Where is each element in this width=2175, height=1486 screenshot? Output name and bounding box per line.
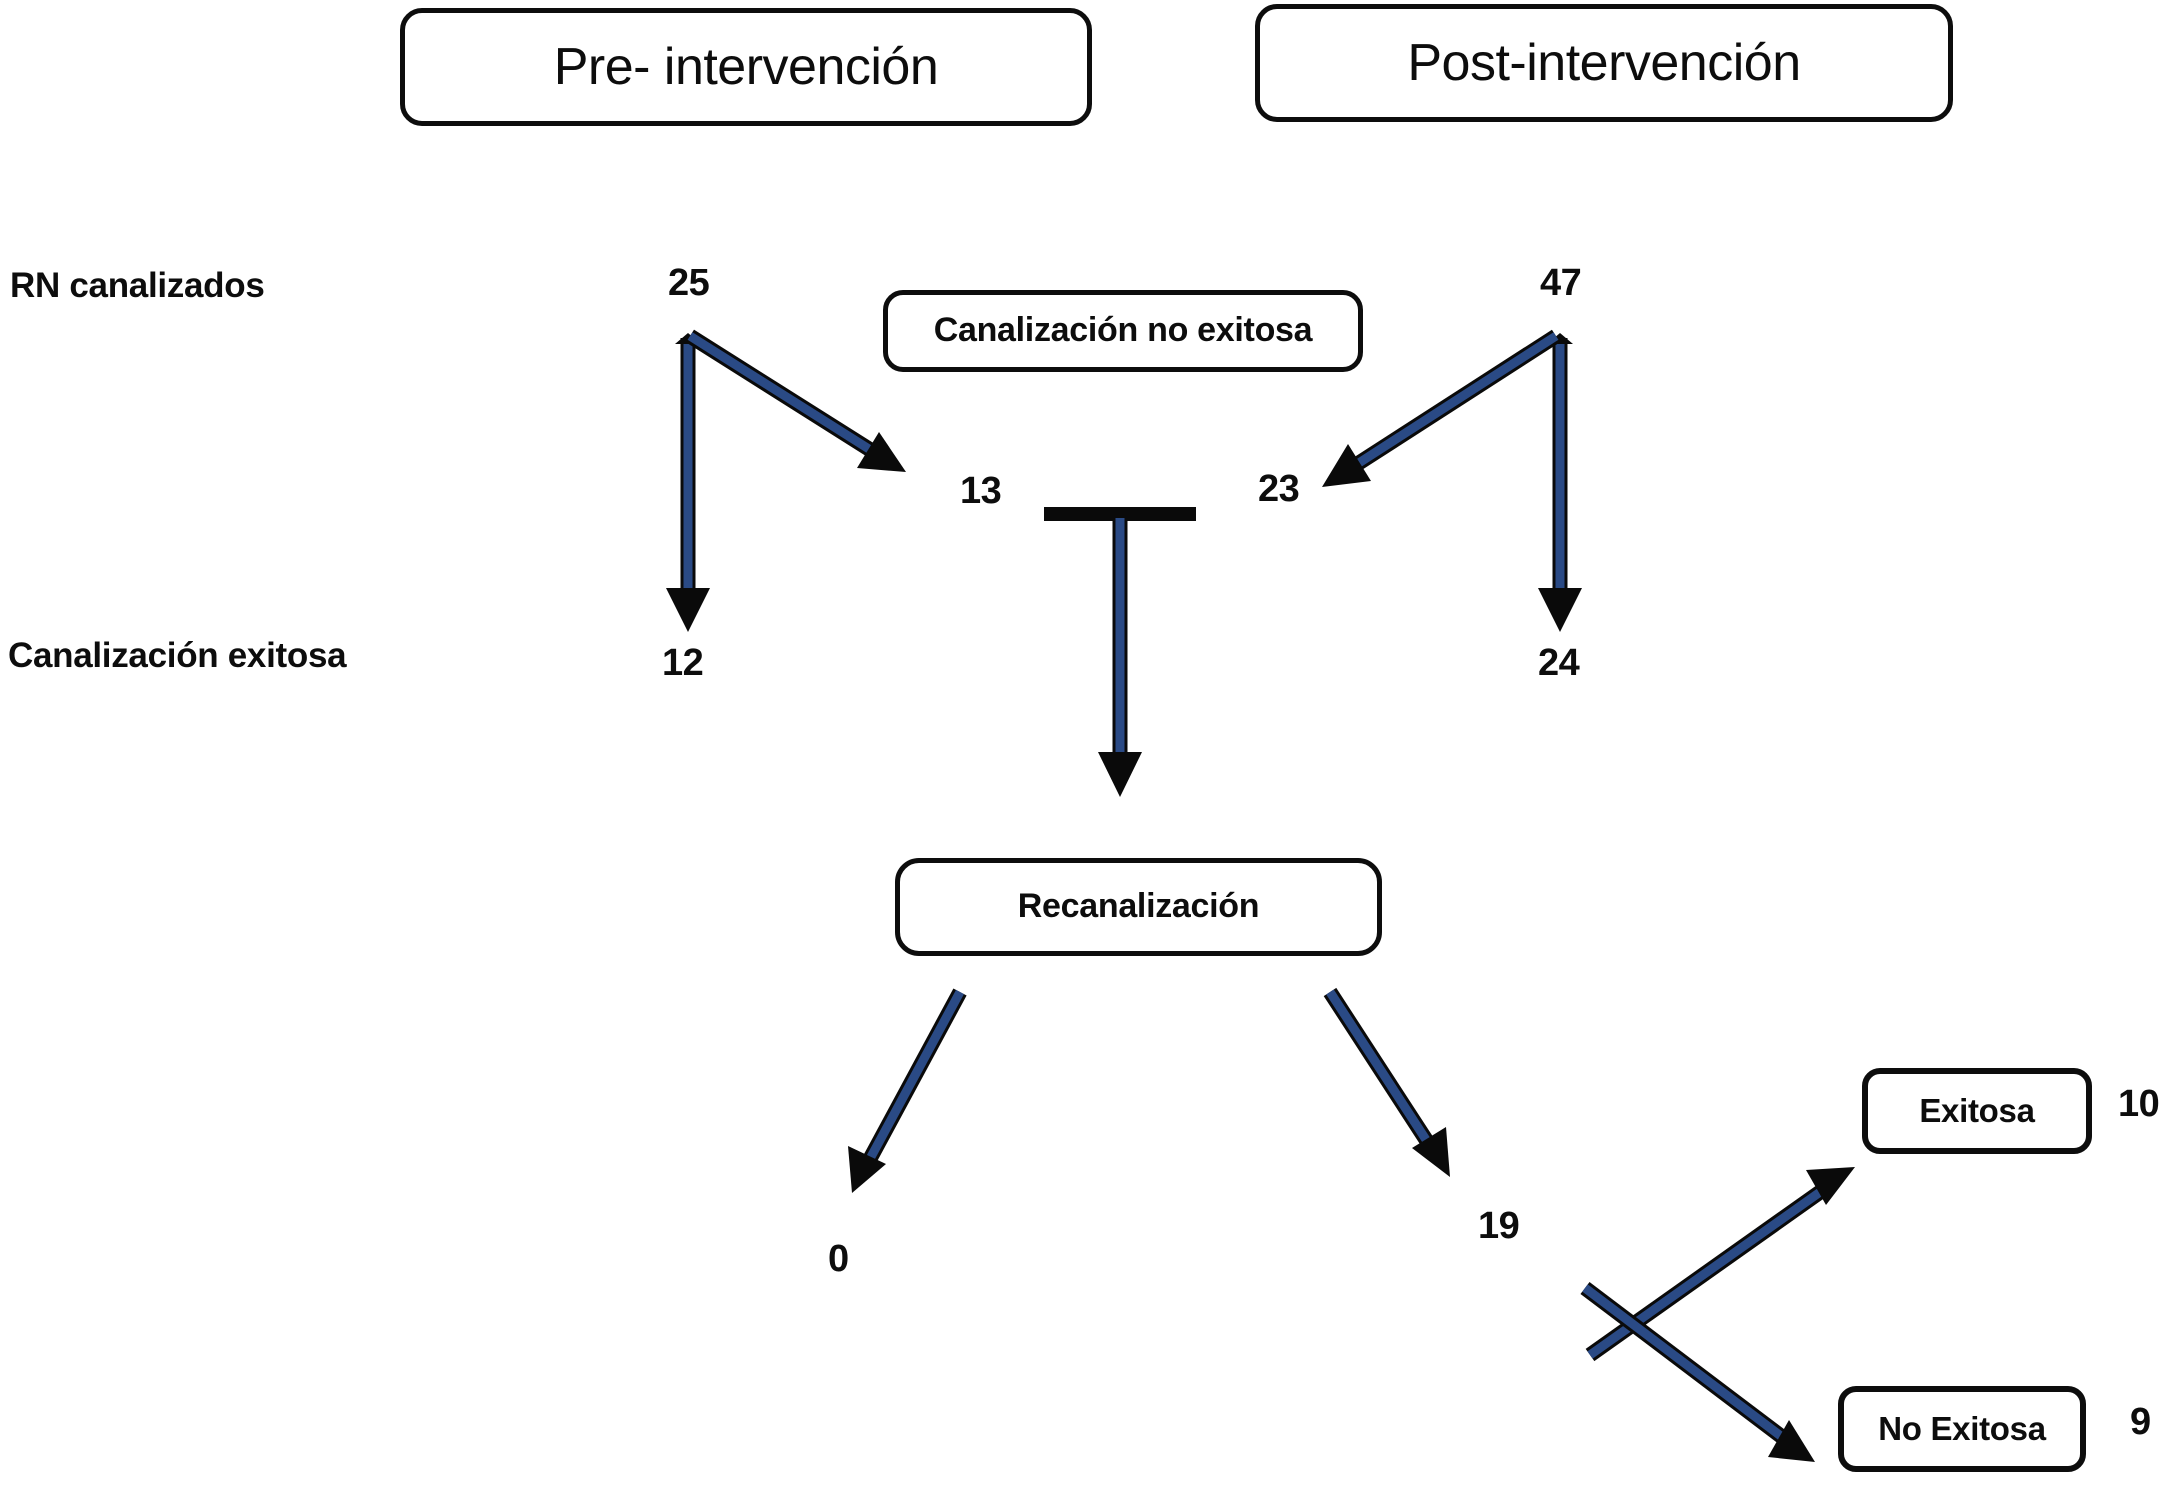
value-post-canalizados: 47 — [1540, 262, 1582, 304]
row-label-canalizacion-exitosa: Canalización exitosa — [8, 636, 347, 675]
node-no-exitosa[interactable]: No Exitosa — [1838, 1386, 2086, 1472]
arrow-junction-to-recanalizacion — [1098, 518, 1142, 797]
value-post-exitosa: 24 — [1538, 642, 1580, 684]
node-label-no-exitosa: No Exitosa — [1878, 1409, 2046, 1447]
value-post-no-exitosa: 23 — [1258, 468, 1300, 510]
value-pre-no-exitosa: 13 — [960, 470, 1002, 512]
arrow-nineteen-to-exitosa — [1585, 1167, 1855, 1362]
node-canalizacion-no-exitosa[interactable]: Canalización no exitosa — [883, 290, 1363, 372]
node-exitosa[interactable]: Exitosa — [1862, 1068, 2092, 1154]
header-box-pre-intervencion[interactable]: Pre- intervención — [400, 8, 1092, 126]
arrow-post-canalizados-to-exitosa — [1538, 333, 1582, 632]
arrow-recanalizacion-to-nineteen — [1323, 987, 1450, 1177]
arrow-pre-canalizados-to-no-exitosa — [685, 329, 906, 472]
value-recanal-exitosa: 10 — [2118, 1083, 2160, 1125]
value-recanalizacion-left: 0 — [828, 1238, 849, 1280]
arrow-nineteen-to-no-exitosa — [1580, 1282, 1815, 1462]
node-label-exitosa: Exitosa — [1919, 1091, 2035, 1129]
row-label-rn-canalizados: RN canalizados — [10, 266, 265, 305]
value-recanalizacion-right: 19 — [1478, 1205, 1520, 1247]
node-label-canalizacion-no-exitosa: Canalización no exitosa — [933, 311, 1313, 350]
node-label-recanalizacion: Recanalización — [1017, 887, 1260, 926]
value-pre-canalizados: 25 — [668, 262, 710, 304]
arrow-pre-canalizados-to-exitosa — [666, 333, 710, 632]
arrow-recanalizacion-to-zero — [848, 988, 967, 1193]
header-label-pre-intervencion: Pre- intervención — [553, 37, 939, 96]
header-label-post-intervencion: Post-intervención — [1407, 33, 1801, 92]
value-pre-exitosa: 12 — [662, 642, 704, 684]
header-box-post-intervencion[interactable]: Post-intervención — [1255, 4, 1953, 122]
value-recanal-no-exitosa: 9 — [2130, 1401, 2151, 1443]
node-recanalizacion[interactable]: Recanalización — [895, 858, 1382, 956]
